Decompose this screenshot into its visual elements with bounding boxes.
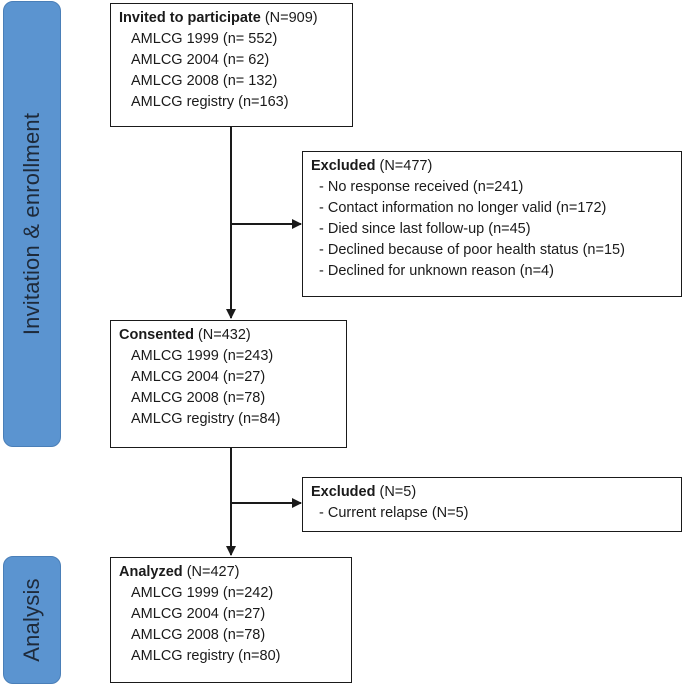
box-title: Excluded <box>311 484 376 500</box>
box-header: Invited to participate (N=909) <box>119 8 344 29</box>
list-item: - Contact information no longer valid (n… <box>319 200 607 216</box>
list-item: AMLCG 2004 (n= 62) <box>131 52 270 68</box>
list-item: - No response received (n=241) <box>319 179 524 195</box>
box-header: Excluded (N=5) <box>311 482 673 503</box>
box-title: Consented <box>119 327 194 343</box>
list-item: AMLCG registry (n=84) <box>131 411 281 427</box>
sidebar-invitation-enrollment: Invitation & enrollment <box>3 1 61 447</box>
list-item: - Declined because of poor health status… <box>319 242 625 258</box>
list-item: AMLCG 2004 (n=27) <box>131 606 266 622</box>
list-item: AMLCG registry (n=80) <box>131 648 281 664</box>
box-header: Analyzed (N=427) <box>119 562 343 583</box>
box-title: Excluded <box>311 158 376 174</box>
list-item: - Declined for unknown reason (n=4) <box>319 263 554 279</box>
box-count: (N=427) <box>186 564 240 580</box>
box-excluded-2: Excluded (N=5) - Current relapse (N=5) <box>302 477 682 532</box>
list-item: - Current relapse (N=5) <box>319 505 469 521</box>
list-item: AMLCG 1999 (n= 552) <box>131 31 278 47</box>
sidebar-analysis: Analysis <box>3 556 61 684</box>
list-item: AMLCG registry (n=163) <box>131 94 289 110</box>
box-consented: Consented (N=432) AMLCG 1999 (n=243) AML… <box>110 320 347 448</box>
box-count: (N=5) <box>379 484 417 500</box>
list-item: - Died since last follow-up (n=45) <box>319 221 531 237</box>
list-item: AMLCG 1999 (n=243) <box>131 348 274 364</box>
box-title: Analyzed <box>119 564 183 580</box>
list-item: AMLCG 2008 (n= 132) <box>131 73 278 89</box>
box-invited: Invited to participate (N=909) AMLCG 199… <box>110 3 353 127</box>
list-item: AMLCG 2008 (n=78) <box>131 390 266 406</box>
box-count: (N=909) <box>264 10 318 26</box>
list-item: AMLCG 1999 (n=242) <box>131 585 274 601</box>
box-header: Excluded (N=477) <box>311 156 673 177</box>
box-count: (N=432) <box>197 327 251 343</box>
box-count: (N=477) <box>379 158 433 174</box>
list-item: AMLCG 2008 (n=78) <box>131 627 266 643</box>
box-title: Invited to participate <box>119 10 261 26</box>
box-excluded-1: Excluded (N=477) - No response received … <box>302 151 682 297</box>
box-header: Consented (N=432) <box>119 325 338 346</box>
list-item: AMLCG 2004 (n=27) <box>131 369 266 385</box>
box-analyzed: Analyzed (N=427) AMLCG 1999 (n=242) AMLC… <box>110 557 352 683</box>
